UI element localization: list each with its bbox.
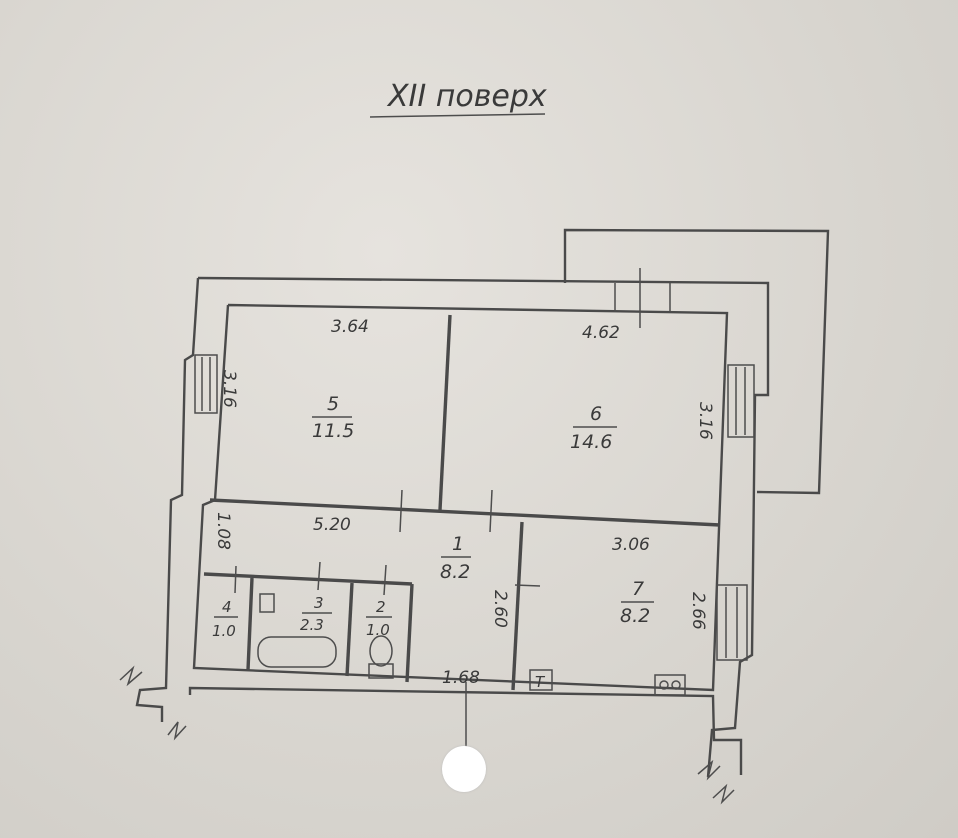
svg-text:T: T <box>535 673 546 691</box>
svg-text:2: 2 <box>376 598 386 616</box>
sink-icon <box>259 593 275 613</box>
dim-hall-width: 1.68 <box>442 668 480 688</box>
partition-bath-wc <box>345 582 354 677</box>
svg-text:5: 5 <box>327 393 339 415</box>
svg-text:8.2: 8.2 <box>440 561 470 583</box>
partition-room-7-left <box>511 521 524 691</box>
svg-text:3: 3 <box>314 594 324 612</box>
room-6-label: 6 14.6 <box>570 403 617 453</box>
window-right-top <box>727 364 755 438</box>
svg-text:1.0: 1.0 <box>366 621 390 639</box>
title-underline <box>369 113 546 118</box>
bathtub-icon <box>257 636 337 668</box>
dim-hall-height: 2.60 <box>490 590 510 628</box>
room-5-label: 5 11.5 <box>312 393 354 442</box>
dim-room5-width: 3.64 <box>331 317 369 337</box>
dim-corridor-width: 5.20 <box>313 515 351 535</box>
partition-rooms-5-6 <box>438 314 452 511</box>
dim-room7-height: 2.66 <box>688 592 708 630</box>
inner-wall <box>192 303 729 692</box>
floor-title: XII поверх <box>386 79 547 114</box>
room-1-label: 1 8.2 <box>440 533 471 583</box>
balcony-outline <box>563 228 830 495</box>
outer-wall-bottom <box>188 686 743 775</box>
door-marks <box>234 489 541 596</box>
room-2-label: 2 1.0 <box>366 598 392 639</box>
svg-text:7: 7 <box>632 578 644 600</box>
svg-text:14.6: 14.6 <box>570 431 612 453</box>
white-dot-marker <box>442 746 486 792</box>
partition-rooms-corridor <box>209 498 721 527</box>
break-marks <box>119 665 735 805</box>
toilet-icon <box>368 635 394 679</box>
dim-room7-width: 3.06 <box>612 535 650 555</box>
room-7-label: 7 8.2 <box>620 578 654 627</box>
outer-wall-left <box>135 277 200 722</box>
dim-room6-height: 3.16 <box>695 402 715 440</box>
svg-text:8.2: 8.2 <box>620 605 650 627</box>
dim-corridor-height: 1.08 <box>213 512 233 550</box>
partition-bath-left <box>246 577 254 671</box>
room-3-label: 3 2.3 <box>300 594 332 634</box>
outer-wall-outer <box>197 276 770 778</box>
dim-room6-width: 4.62 <box>582 323 620 343</box>
balcony-door <box>614 268 671 328</box>
stove-icon <box>654 674 686 696</box>
svg-text:1: 1 <box>452 533 464 555</box>
svg-text:4: 4 <box>222 598 232 616</box>
partition-bath-top <box>203 572 413 586</box>
svg-text:11.5: 11.5 <box>312 420 354 442</box>
svg-text:6: 6 <box>590 403 602 425</box>
partition-wc-right <box>405 583 414 683</box>
svg-text:1.0: 1.0 <box>212 622 236 640</box>
fridge-icon: T <box>529 669 553 691</box>
dim-room5-height: 3.16 <box>219 370 239 408</box>
window-left <box>194 354 218 414</box>
window-right-bottom <box>716 584 748 661</box>
svg-text:2.3: 2.3 <box>300 616 324 634</box>
room-4-label: 4 1.0 <box>212 598 238 640</box>
